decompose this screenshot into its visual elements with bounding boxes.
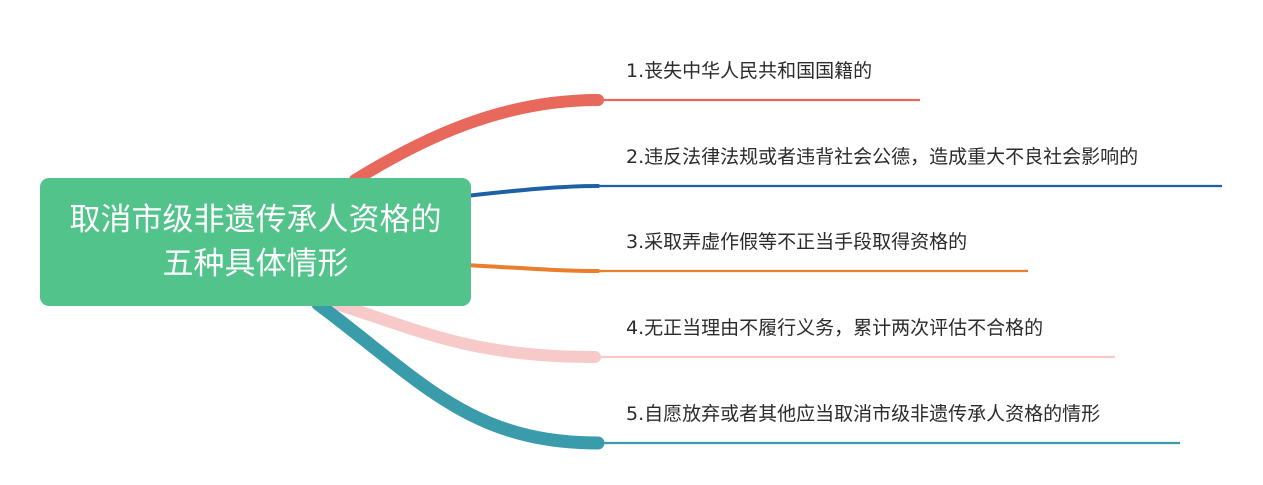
root-node: 取消市级非遗传承人资格的 五种具体情形 — [40, 178, 471, 306]
branch-label-2: 2.违反法律法规或者违背社会公德，造成重大不良社会影响的 — [626, 146, 1139, 168]
branch-label-3: 3.采取弄虚作假等不正当手段取得资格的 — [626, 231, 968, 253]
connector-branch-2 — [464, 184, 600, 198]
branch-label-4: 4.无正当理由不履行义务，累计两次评估不合格的 — [626, 317, 1044, 339]
connector-branch-5 — [311, 297, 605, 450]
connector-branch-1 — [349, 94, 604, 186]
connector-branch-3 — [464, 263, 600, 273]
connector-branch-4 — [324, 296, 601, 363]
root-title: 取消市级非遗传承人资格的 五种具体情形 — [69, 202, 442, 282]
branch-label-1: 1.丧失中华人民共和国国籍的 — [626, 60, 873, 82]
branch-label-5: 5.自愿放弃或者其他应当取消市级非遗传承人资格的情形 — [626, 403, 1101, 425]
